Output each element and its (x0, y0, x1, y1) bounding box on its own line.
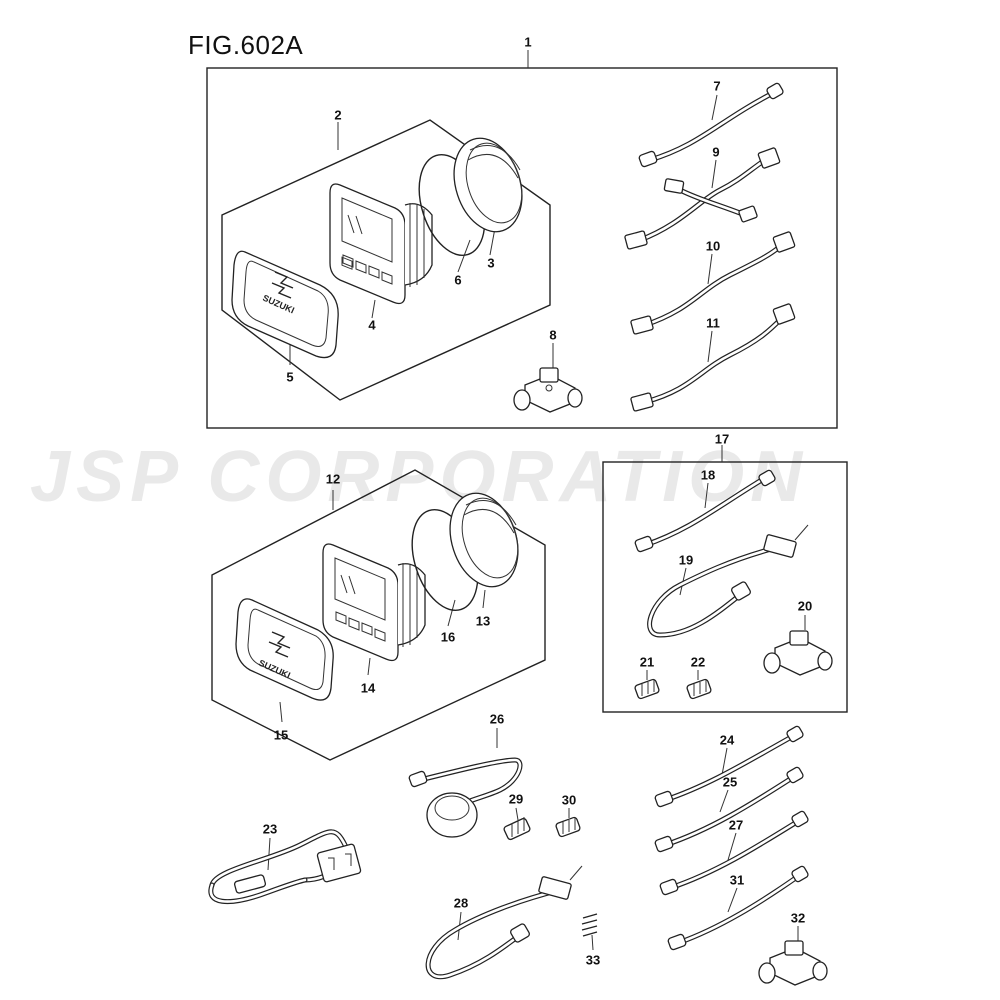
callout-26: 26 (489, 711, 505, 727)
callout-1: 1 (524, 34, 532, 50)
harness-part-23 (208, 829, 362, 905)
callout-12: 12 (325, 471, 341, 487)
callout-21: 21 (639, 654, 655, 670)
group-2-frame (221, 119, 551, 401)
callout-29: 29 (508, 791, 524, 807)
callout-19: 19 (678, 552, 694, 568)
callout-28: 28 (453, 895, 469, 911)
cable-part-28 (425, 865, 583, 980)
cover-part-5: SUZUKI (231, 250, 339, 359)
callout-15: 15 (273, 727, 289, 743)
callout-2: 2 (334, 107, 342, 123)
callout-9: 9 (712, 144, 720, 160)
gauge-part-14 (322, 543, 426, 662)
nut-ring-part-13 (449, 492, 519, 588)
callout-10: 10 (705, 238, 721, 254)
callout-20: 20 (797, 598, 813, 614)
callout-11: 11 (706, 315, 720, 331)
cable-part-10 (630, 231, 796, 335)
group-17-frame (602, 461, 848, 713)
cable-part-31 (667, 865, 809, 951)
t-connector-part-20 (763, 630, 833, 676)
cover-part-15: SUZUKI (235, 598, 334, 701)
callout-18: 18 (700, 467, 716, 483)
callout-25: 25 (722, 774, 738, 790)
cable-part-7 (638, 82, 784, 168)
callout-14: 14 (360, 680, 376, 696)
cable-part-27 (659, 810, 809, 896)
group-12-frame (211, 469, 546, 761)
cable-part-19 (647, 524, 809, 638)
callout-24: 24 (719, 732, 735, 748)
terminator-part-30 (555, 816, 581, 838)
callout-4: 4 (368, 317, 376, 333)
callout-32: 32 (790, 910, 806, 926)
callout-31: 31 (729, 872, 745, 888)
group-1-frame (206, 67, 838, 429)
nut-ring-part-3 (453, 137, 523, 233)
callout-22: 22 (690, 654, 706, 670)
harness-part-9 (624, 147, 781, 250)
t-connector-part-8 (513, 367, 583, 413)
callout-33: 33 (585, 952, 601, 968)
callout-7: 7 (713, 78, 721, 94)
cable-part-18 (634, 469, 776, 553)
terminator-part-21 (634, 678, 660, 700)
callout-13: 13 (475, 613, 491, 629)
figure-title: FIG.602A (188, 30, 304, 60)
callout-23: 23 (262, 821, 278, 837)
watermark: JSP CORPORATION (30, 437, 809, 517)
callout-17: 17 (714, 431, 730, 447)
cable-part-24 (654, 725, 804, 808)
terminator-part-22 (686, 678, 712, 700)
callout-16: 16 (440, 629, 456, 645)
callout-27: 27 (728, 817, 744, 833)
callout-30: 30 (561, 792, 577, 808)
callout-3: 3 (487, 255, 495, 271)
callout-5: 5 (286, 369, 294, 385)
gauge-part-4 (329, 183, 433, 305)
sensor-part-26 (408, 757, 523, 838)
leader-lines (267, 50, 806, 951)
spring-part-33 (581, 913, 598, 937)
callout-8: 8 (549, 327, 557, 343)
cable-part-25 (654, 766, 804, 853)
terminator-part-29 (503, 817, 531, 841)
t-connector-part-32 (758, 940, 828, 986)
cable-part-11 (630, 303, 796, 412)
callout-6: 6 (454, 272, 462, 288)
